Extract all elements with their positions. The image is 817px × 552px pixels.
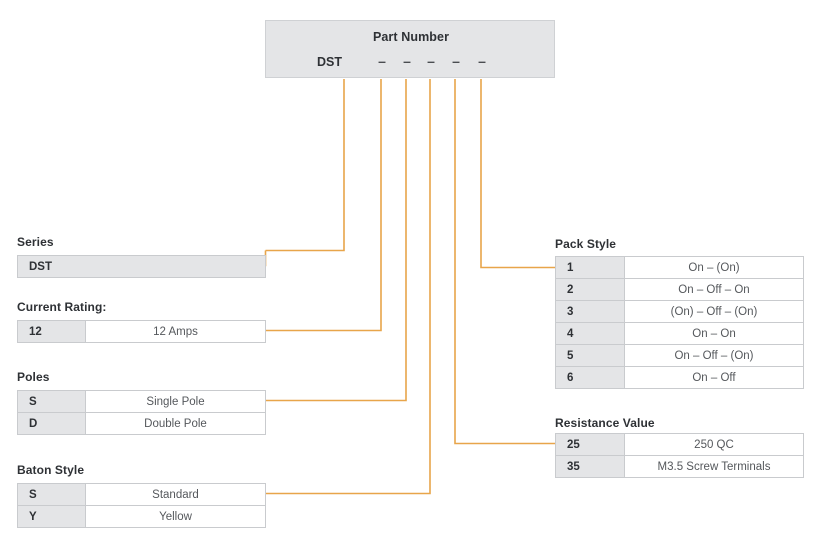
table-row: S Single Pole	[17, 390, 266, 413]
table-series: DST	[17, 255, 266, 278]
section-label-current-rating: Current Rating:	[17, 300, 107, 314]
table-row: 2 On – Off – On	[555, 278, 804, 301]
table-baton-style: S Standard Y Yellow	[17, 483, 266, 528]
cell-code: 2	[555, 278, 625, 301]
cell-code: 25	[555, 433, 625, 456]
part-number-dash-5: –	[478, 53, 486, 69]
table-row: D Double Pole	[17, 412, 266, 435]
cell-code: 5	[555, 344, 625, 367]
section-label-series: Series	[17, 235, 54, 249]
cell-code: 35	[555, 455, 625, 478]
cell-code: Y	[17, 505, 86, 528]
cell-code: S	[17, 390, 86, 413]
connector-resistance-value	[454, 79, 555, 445]
table-row: DST	[17, 255, 266, 278]
connector-current-rating	[265, 79, 382, 332]
part-number-segments: DST – – – – –	[266, 53, 556, 75]
table-row: 5 On – Off – (On)	[555, 344, 804, 367]
cell-description: Double Pole	[85, 412, 266, 435]
cell-description: On – Off	[624, 366, 804, 389]
cell-code: D	[17, 412, 86, 435]
table-row: 25 250 QC	[555, 433, 804, 456]
table-row: 4 On – On	[555, 322, 804, 345]
part-number-title: Part Number	[372, 30, 450, 44]
connector-series	[266, 79, 344, 266]
cell-description: On – Off – (On)	[624, 344, 804, 367]
cell-description: On – Off – On	[624, 278, 804, 301]
table-row: 12 12 Amps	[17, 320, 266, 343]
cell-description: Yellow	[85, 505, 266, 528]
table-pack-style: 1 On – (On) 2 On – Off – On 3 (On) – Off…	[555, 256, 804, 389]
cell-code: 3	[555, 300, 625, 323]
cell-code: DST	[17, 255, 266, 278]
connector-baton-style	[265, 79, 431, 495]
table-row: 3 (On) – Off – (On)	[555, 300, 804, 323]
table-current-rating: 12 12 Amps	[17, 320, 266, 343]
table-row: S Standard	[17, 483, 266, 506]
cell-description: Standard	[85, 483, 266, 506]
connector-poles	[265, 79, 407, 402]
cell-description: (On) – Off – (On)	[624, 300, 804, 323]
table-row: 1 On – (On)	[555, 256, 804, 279]
table-row: Y Yellow	[17, 505, 266, 528]
cell-description: 12 Amps	[85, 320, 266, 343]
part-number-prefix: DST	[317, 55, 342, 69]
section-label-poles: Poles	[17, 370, 50, 384]
cell-code: 1	[555, 256, 625, 279]
section-label-resistance-value: Resistance Value	[555, 416, 655, 430]
section-label-pack-style: Pack Style	[555, 237, 617, 251]
table-row: 6 On – Off	[555, 366, 804, 389]
connector-series-path	[265, 79, 345, 252]
cell-description: M3.5 Screw Terminals	[624, 455, 804, 478]
part-number-box: Part Number DST – – – – –	[265, 20, 555, 78]
cell-description: 250 QC	[624, 433, 804, 456]
section-label-baton-style: Baton Style	[17, 463, 85, 477]
cell-code: 4	[555, 322, 625, 345]
table-row: 35 M3.5 Screw Terminals	[555, 455, 804, 478]
connector-pack-style	[480, 79, 555, 269]
cell-description: Single Pole	[85, 390, 266, 413]
part-number-dash-3: –	[427, 53, 435, 69]
cell-code: 6	[555, 366, 625, 389]
part-number-dash-1: –	[378, 53, 386, 69]
part-number-dash-2: –	[403, 53, 411, 69]
cell-description: On – On	[624, 322, 804, 345]
cell-code: S	[17, 483, 86, 506]
table-poles: S Single Pole D Double Pole	[17, 390, 266, 435]
cell-code: 12	[17, 320, 86, 343]
part-number-dash-4: –	[452, 53, 460, 69]
cell-description: On – (On)	[624, 256, 804, 279]
table-resistance-value: 25 250 QC 35 M3.5 Screw Terminals	[555, 433, 804, 478]
